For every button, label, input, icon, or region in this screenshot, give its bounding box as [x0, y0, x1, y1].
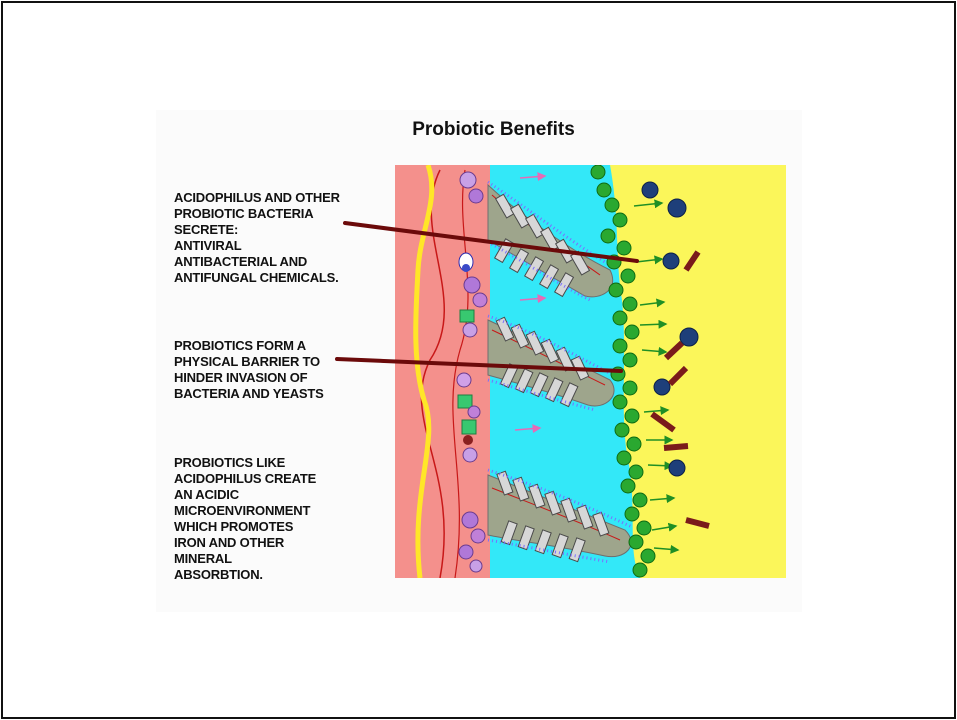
label-acidic: PROBIOTICS LIKE ACIDOPHILUS CREATE AN AC… [174, 455, 334, 583]
label-secrete: ACIDOPHILUS AND OTHER PROBIOTIC BACTERIA… [174, 190, 364, 286]
label-barrier: PROBIOTICS FORM A PHYSICAL BARRIER TO HI… [174, 338, 344, 402]
